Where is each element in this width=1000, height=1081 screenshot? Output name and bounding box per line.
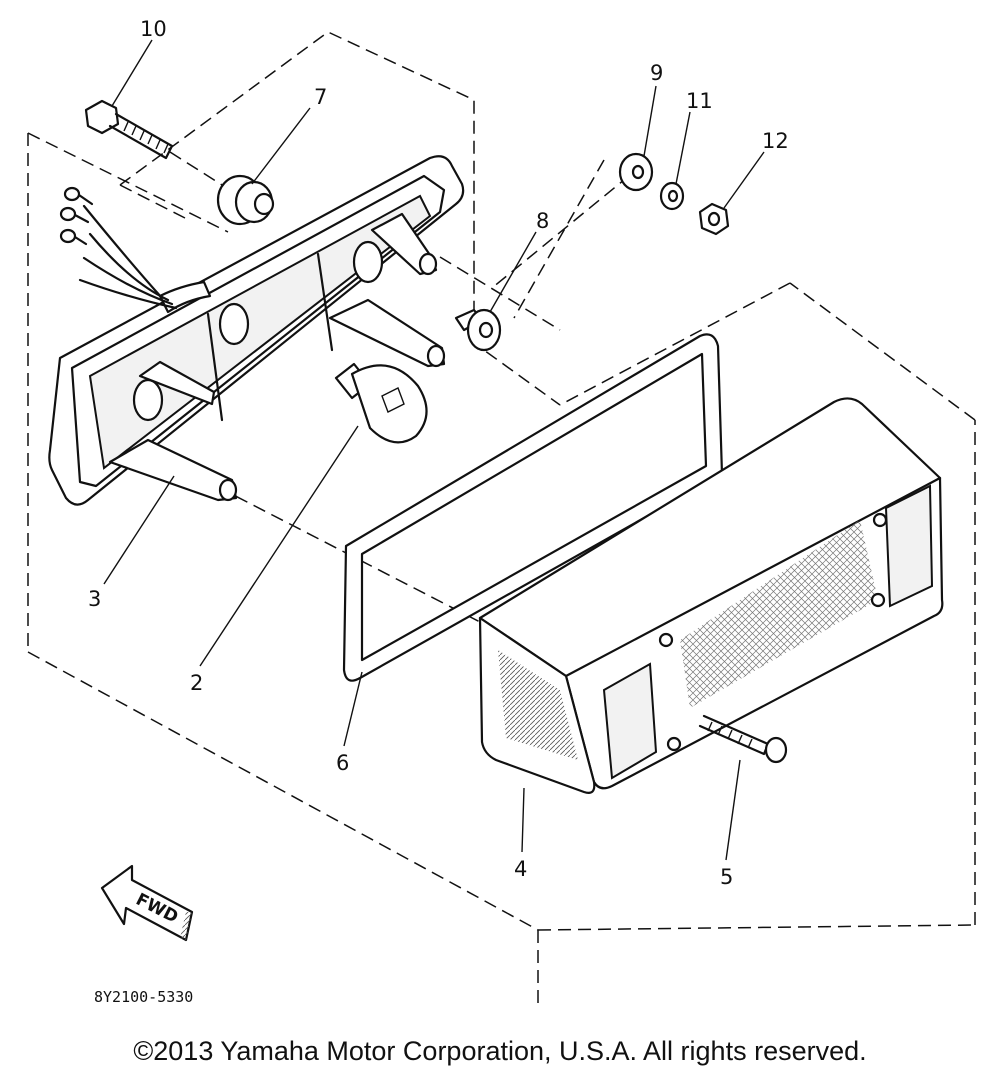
- grommet-part-7: [216, 174, 275, 226]
- nut-part-12: [698, 202, 730, 236]
- callout-6: 6: [336, 751, 349, 775]
- callout-5: 5: [720, 865, 733, 889]
- callout-2: 2: [190, 671, 203, 695]
- stud-part-8: [454, 308, 502, 352]
- lock-washer-part-11: [659, 181, 685, 211]
- callout-12: 12: [762, 129, 789, 153]
- callout-7: 7: [314, 85, 327, 109]
- assembly-boundary-lines: [27, 31, 976, 1010]
- diagram-code: 8Y2100-5330: [94, 988, 193, 1006]
- lamp-housing-part-3: [48, 155, 465, 506]
- callout-9: 9: [650, 61, 663, 85]
- callout-3: 3: [88, 587, 101, 611]
- bulb-part-2: [334, 362, 428, 444]
- leader-lines: [103, 39, 765, 861]
- copyright-notice: ©2013 Yamaha Motor Corporation, U.S.A. A…: [133, 1036, 867, 1066]
- callout-11: 11: [686, 89, 713, 113]
- callout-8: 8: [536, 209, 549, 233]
- bolt-part-10: [84, 99, 174, 160]
- lens-part-4: [478, 397, 944, 794]
- callout-10: 10: [140, 17, 167, 41]
- fwd-arrow-icon: FWD: [100, 864, 194, 942]
- callout-4: 4: [514, 857, 527, 881]
- callout-numbers: 10 7 9 11 12 8 3 2 6 4 5: [88, 17, 789, 889]
- washer-part-9: [618, 152, 654, 192]
- screw-part-5: [698, 714, 788, 764]
